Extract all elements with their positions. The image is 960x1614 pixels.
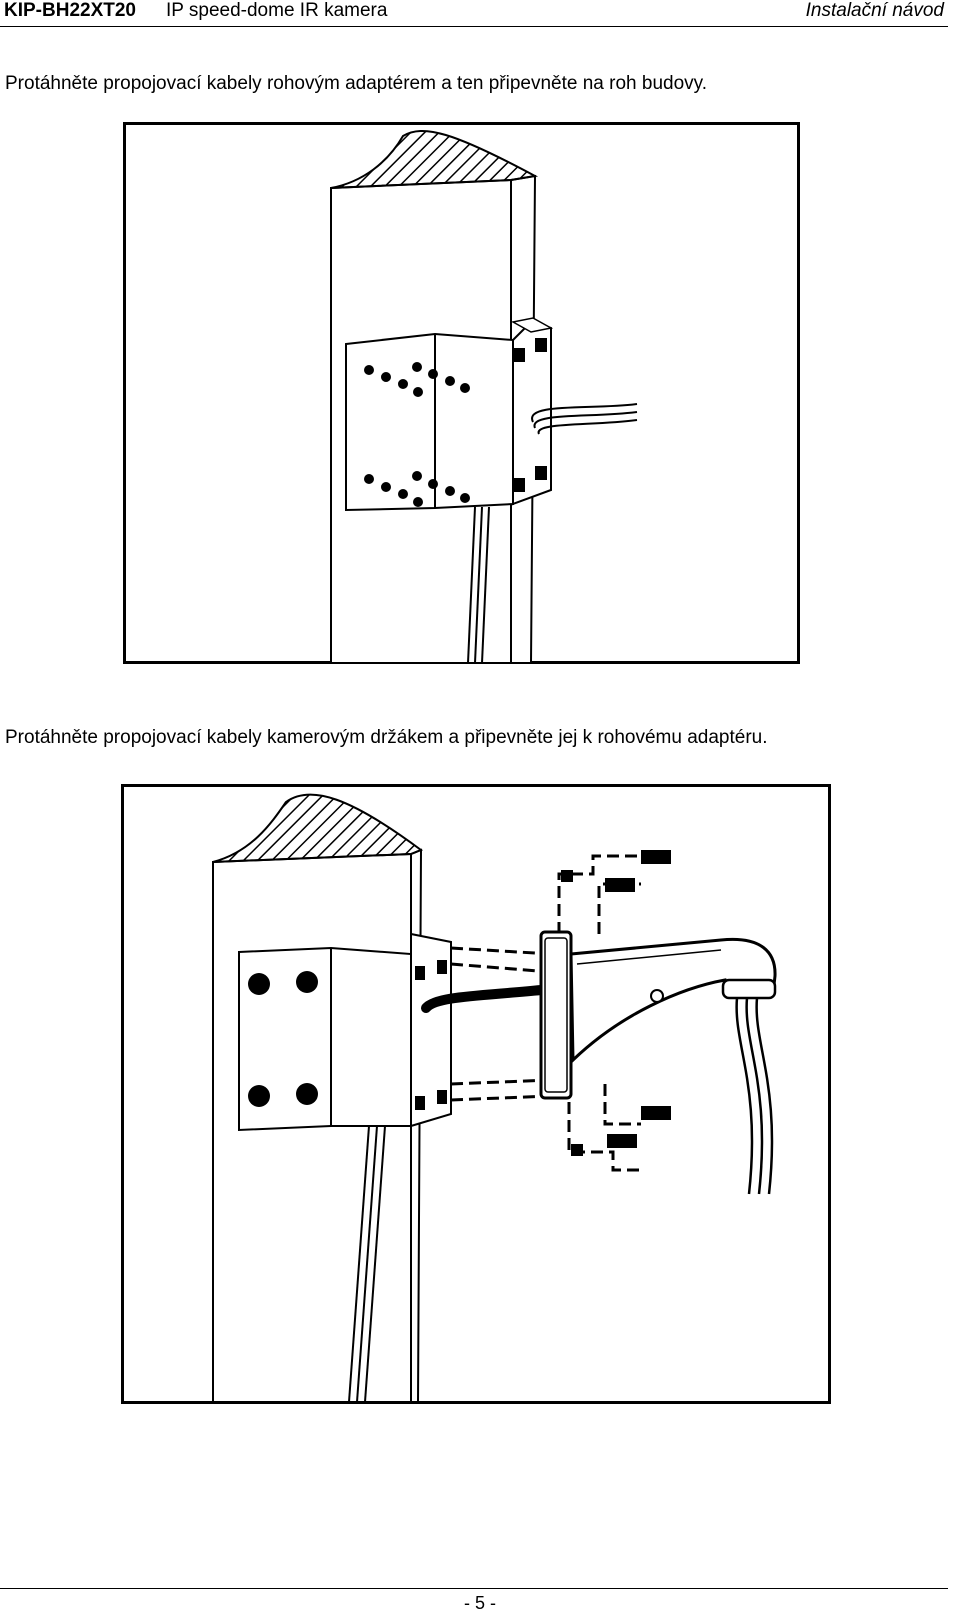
step-1-caption: Protáhněte propojovací kabely rohovým ad… <box>5 73 708 94</box>
step-2-caption: Protáhněte propojovací kabely kamerovým … <box>5 727 768 748</box>
document-type: Instalační návod <box>805 0 944 21</box>
cable-hanging <box>735 997 774 1195</box>
figure-frame <box>121 784 831 1404</box>
model-number: KIP-BH22XT20 <box>4 0 136 21</box>
cable-side <box>421 985 546 1013</box>
corner-adapter <box>345 317 554 512</box>
page-header: KIP-BH22XT20 IP speed-dome IR kamera Ins… <box>0 0 948 27</box>
cable-down <box>467 506 490 664</box>
corner-adapter <box>238 932 452 1132</box>
footer-divider <box>0 1588 948 1589</box>
page-number: - 5 - <box>463 1593 496 1613</box>
product-name: IP speed-dome IR kamera <box>166 0 388 21</box>
cable-side <box>531 403 638 435</box>
wall-bracket <box>539 930 777 1100</box>
cable-down <box>348 1125 386 1403</box>
mounting-screws <box>561 850 671 1156</box>
corner-adapter-illustration <box>123 122 800 664</box>
wall-bracket-illustration <box>121 784 831 1404</box>
